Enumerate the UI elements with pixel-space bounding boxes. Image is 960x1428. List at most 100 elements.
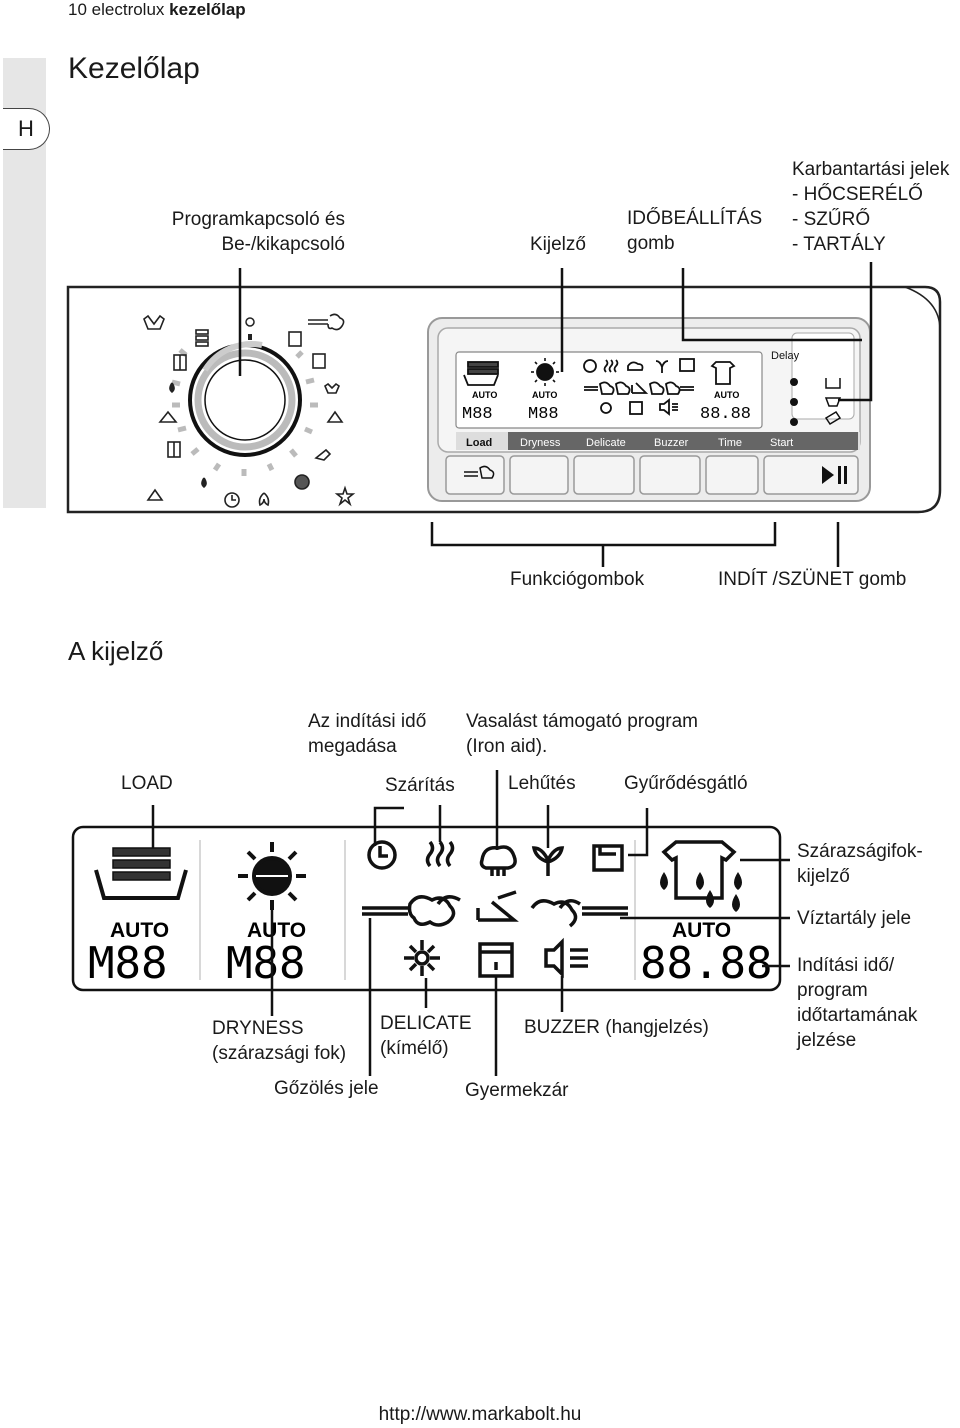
dryness-drops [660, 872, 742, 912]
panel-auto-3: AUTO [714, 390, 739, 400]
drop-icon-1 [169, 382, 175, 394]
maint-led-2 [790, 398, 798, 406]
iron-aid-icon [464, 465, 495, 479]
btn-label-buzzer-dark: Buzzer [654, 437, 689, 449]
label-start-pause: INDÍT /SZÜNET gomb [718, 569, 907, 590]
stacked-icon [195, 329, 209, 347]
buzzer-button[interactable] [639, 455, 701, 495]
label-cooling: Lehűtés [508, 773, 576, 794]
play-pause-icon [822, 466, 847, 484]
label-function-buttons: Funkciógombok [510, 569, 645, 590]
label-display: Kijelző [530, 234, 586, 255]
maint-led-1 [790, 378, 798, 386]
display-seg-time: 88.88 [640, 938, 772, 989]
label-dryness-indicator: Szárazságifok- kijelző [797, 841, 923, 887]
iron-icon-1 [158, 410, 178, 423]
maint-led-3 [790, 418, 798, 426]
dial-ticks [171, 348, 318, 476]
label-maintenance: Karbantartási jelek - HŐCSERÉLŐ - SZŰRŐ … [792, 159, 950, 255]
label-delicate: DELICATE (kímélő) [380, 1013, 472, 1059]
cooling-icon [479, 845, 517, 876]
dryness-sun-icon [238, 842, 306, 910]
display-auto-3: AUTO [672, 919, 731, 942]
control-panel: Delay [66, 262, 942, 567]
display-diagram: AUTO AUTO AUTO M88 M88 88.88 [71, 770, 790, 1076]
delay-label: Delay [771, 350, 800, 362]
btn-label-delicate-dark: Delicate [586, 437, 626, 449]
display-auto-2: AUTO [247, 919, 306, 942]
label-water-tank: Víztartály jele [797, 908, 912, 929]
wool-shirt-icon [324, 382, 340, 394]
drying-icon [425, 840, 455, 868]
label-dryness: DRYNESS (szárazsági fok) [212, 1018, 347, 1064]
iron-icon-3 [146, 488, 164, 501]
tank-icon [825, 378, 841, 389]
delicate-button[interactable] [573, 455, 635, 495]
child-lock-icon [478, 942, 514, 978]
delicate-flower-icon [404, 940, 440, 976]
cooling-cloud-icon [530, 899, 628, 928]
panel-seg-time: 88.88 [700, 405, 751, 424]
panel-auto-2: AUTO [532, 390, 557, 400]
label-start-time: Az indítási idő megadása [308, 711, 427, 757]
tank-water-icon [592, 844, 624, 872]
display-callouts [151, 770, 790, 1076]
dryness-button[interactable] [509, 455, 569, 495]
label-buzzer: BUZZER (hangjelzés) [524, 1017, 709, 1038]
label-drying: Szárítás [385, 775, 455, 796]
cupboard-icon-2 [167, 441, 181, 458]
iron-icon-2 [326, 410, 344, 423]
anticrease-icon [531, 846, 565, 876]
drop-icon-2 [201, 477, 207, 489]
load-button[interactable] [445, 455, 505, 495]
panel-seg-1: M88 [462, 405, 493, 424]
buzzer-speaker-icon [544, 937, 588, 979]
page-number: 10 [68, 0, 87, 19]
btn-label-time-dark: Time [718, 437, 742, 449]
delay-clock-icon [367, 840, 397, 870]
star-icon [334, 485, 356, 507]
btn-label-load: Load [466, 437, 492, 449]
label-iron-aid: Vasalást támogató program (Iron aid). [466, 711, 698, 757]
label-steam: Gőzölés jele [274, 1078, 379, 1099]
anticrease-line-icon [476, 890, 519, 922]
shirt-icon-1 [288, 331, 302, 347]
dryness-shirt-icon [661, 840, 737, 900]
display-seg-1: M88 [88, 938, 167, 989]
label-program-switch: Programkapcsoló és Be-/kikapcsoló [171, 209, 345, 255]
panel-callouts [238, 262, 873, 567]
time-button[interactable] [705, 455, 759, 495]
btn-label-start-dark: Start [770, 437, 793, 449]
label-load: LOAD [121, 773, 173, 794]
butterfly-icon [258, 492, 270, 507]
page-title: Kezelőlap [68, 52, 200, 85]
btn-label-dryness-dark: Dryness [520, 437, 561, 449]
label-child-lock: Gyermekzár [465, 1080, 569, 1101]
section-subtitle: A kijelző [68, 636, 164, 666]
shirt-icon-2 [312, 353, 326, 369]
heat-exchanger-icon [824, 410, 842, 426]
wool-ball-icon [294, 474, 310, 490]
cupboard-icon [173, 354, 187, 371]
footer-url[interactable]: http://www.markabolt.hu [378, 1404, 582, 1425]
display-seg-2: M88 [226, 938, 305, 989]
filter-icon [824, 397, 842, 407]
start-pause-button[interactable] [763, 455, 859, 495]
steam-refresh-icon [308, 313, 345, 331]
cotton-icon [143, 314, 165, 330]
brand: electrolux [91, 0, 165, 19]
section-name: kezelőlap [169, 0, 246, 19]
label-start-indicator: Indítási idő/ program időtartamának jelz… [797, 955, 918, 1051]
label-anticrease: Gyűrődésgátló [624, 773, 748, 794]
iron-aid-steam-icon [362, 895, 461, 927]
page-header: 10 electrolux kezelőlap [68, 0, 246, 20]
clock-icon [224, 492, 240, 508]
shoe-icon [314, 448, 332, 461]
panel-seg-2: M88 [528, 405, 559, 424]
program-dial[interactable] [188, 341, 302, 457]
display-auto-1: AUTO [110, 919, 169, 942]
program-icons [143, 313, 356, 508]
panel-display-icons: AUTO AUTO AUTO M88 M88 88.88 [462, 358, 751, 424]
label-time-knob: IDŐBEÁLLÍTÁS gomb [627, 208, 763, 254]
